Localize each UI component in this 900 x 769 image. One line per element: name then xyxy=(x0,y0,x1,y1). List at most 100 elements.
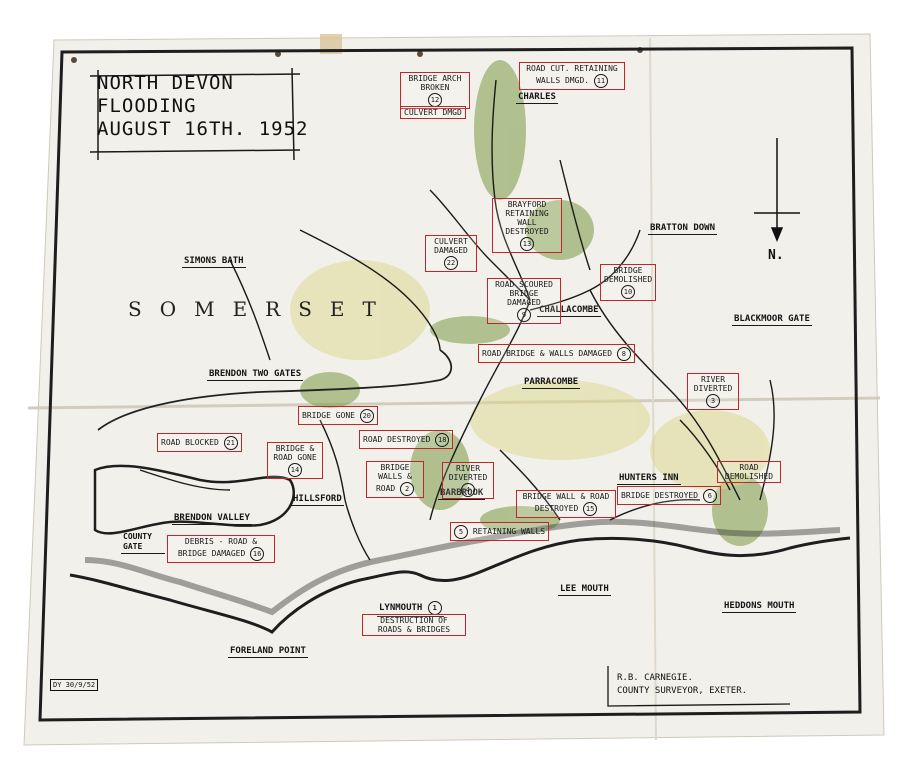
damage-number: 10 xyxy=(621,285,635,299)
damage-text: DEBRIS - ROAD & BRIDGE DAMAGED xyxy=(177,537,258,558)
rivers xyxy=(139,79,775,561)
damage-text: ROAD DEMOLISHED xyxy=(724,463,774,481)
damage-box: BRAYFORD RETAINING WALL DESTROYED 13 xyxy=(492,198,562,253)
damage-box: RIVER DIVERTED 3 xyxy=(687,373,739,410)
damage-text: RIVER DIVERTED xyxy=(693,375,733,393)
damage-box: DESTRUCTION OF ROADS & BRIDGES xyxy=(362,614,466,636)
map-border xyxy=(38,46,862,722)
damage-text: BRIDGE ARCH BROKEN xyxy=(408,74,462,92)
damage-box: BRIDGE DEMOLISHED 10 xyxy=(600,264,656,301)
damage-number: 21 xyxy=(223,436,238,450)
damage-box: ROAD DEMOLISHED xyxy=(717,461,781,483)
damage-number: 22 xyxy=(444,256,458,270)
damage-number: 12 xyxy=(428,93,442,107)
place-charles: CHARLES xyxy=(516,92,558,104)
damage-text: CULVERT DMGD xyxy=(404,108,462,117)
damage-number: 11 xyxy=(593,74,608,88)
damage-text: BRAYFORD RETAINING WALL DESTROYED xyxy=(505,200,549,236)
damage-text: BRIDGE DESTROYED xyxy=(621,491,699,500)
pin-hole xyxy=(71,57,77,63)
north-arrow-icon xyxy=(754,138,800,242)
damage-text: BRIDGE & ROAD GONE xyxy=(273,444,317,462)
place-heddons-mouth: HEDDONS MOUTH xyxy=(722,601,797,613)
place-blackmoor-gate: BLACKMOOR GATE xyxy=(732,314,812,326)
place-county-gate: COUNTY GATE xyxy=(121,532,165,554)
surveyor-signature: R.B. CARNEGIE. COUNTY SURVEYOR, EXETER. xyxy=(617,672,747,698)
damage-number: 14 xyxy=(288,463,302,477)
damage-text: ROAD SCOURED BRIDGE DAMAGED xyxy=(495,280,553,307)
title-line-1: NORTH DEVON xyxy=(97,72,234,94)
tape-strip xyxy=(320,34,342,54)
map-title: NORTH DEVON FLOODING AUGUST 16TH. 1952 xyxy=(97,72,308,141)
place-hunters-inn: HUNTERS INN xyxy=(617,473,681,485)
damage-text: ROAD CUT. RETAINING WALLS DMGD. xyxy=(526,64,618,85)
surveyor-title: COUNTY SURVEYOR, EXETER. xyxy=(617,686,748,696)
place-bratton-down: BRATTON DOWN xyxy=(648,223,718,235)
place-lynmouth-label: LYNMOUTH xyxy=(379,603,423,613)
damage-text: BRIDGE GONE xyxy=(302,411,355,420)
damage-box: ROAD DESTROYED 18 xyxy=(359,430,454,449)
place-simons-bath: SIMONS BATH xyxy=(182,256,246,268)
damage-number: 2 xyxy=(400,482,415,496)
damage-number: 8 xyxy=(616,347,631,361)
damage-box: ROAD BLOCKED 21 xyxy=(157,433,242,452)
damage-box: BRIDGE WALLS & ROAD 2 xyxy=(366,461,424,498)
place-brendon-two-gates: BRENDON TWO GATES xyxy=(207,369,304,381)
place-challacombe: CHALLACOMBE xyxy=(537,305,601,317)
yellow-wash xyxy=(290,260,770,490)
damage-number: 5 xyxy=(454,525,468,539)
damage-number: 18 xyxy=(435,433,450,447)
damage-text: ROAD DESTROYED xyxy=(363,435,431,444)
damage-text: DESTRUCTION OF ROADS & BRIDGES xyxy=(377,616,451,634)
damage-text: BRIDGE WALL & ROAD DESTROYED xyxy=(522,492,610,513)
place-brendon-valley: BRENDON VALLEY xyxy=(172,513,252,525)
damage-text: BRIDGE WALLS & ROAD xyxy=(375,463,412,493)
surveyor-name: R.B. CARNEGIE. xyxy=(617,673,693,683)
cliffs xyxy=(84,518,841,616)
damage-box: 5 RETAINING WALLS xyxy=(450,522,550,541)
damage-number: 13 xyxy=(520,237,534,251)
damage-text: ROAD BLOCKED xyxy=(161,438,219,447)
coastline xyxy=(69,536,851,634)
signature-frame xyxy=(607,666,791,707)
place-hillsford: HILLSFORD xyxy=(291,494,344,506)
damage-box: BRIDGE WALL & ROAD DESTROYED 15 xyxy=(516,490,616,518)
damage-text: RIVER DIVERTED xyxy=(448,464,488,482)
damage-box: CULVERT DMGD xyxy=(400,106,466,119)
place-lee-mouth: LEE MOUTH xyxy=(558,584,611,596)
title-frame xyxy=(89,67,301,161)
pin-hole xyxy=(275,51,281,57)
fold-line-vertical xyxy=(649,37,657,741)
damage-box: BRIDGE & ROAD GONE 14 xyxy=(267,442,323,479)
damage-box: BRIDGE GONE 20 xyxy=(298,406,378,425)
damage-number: 6 xyxy=(702,489,717,503)
north-label: N. xyxy=(768,248,784,263)
damage-number: 4 xyxy=(461,483,475,497)
date-stamp: DY 30/9/52 xyxy=(50,679,99,691)
damage-number: 1 xyxy=(427,601,442,615)
pin-hole xyxy=(417,51,423,57)
paper-sheet xyxy=(23,33,885,746)
region-label-somerset: SOMERSET xyxy=(128,297,394,321)
title-line-2: FLOODING xyxy=(97,95,197,117)
damage-text: ROAD BRIDGE & WALLS DAMAGED xyxy=(482,349,613,358)
damage-number: 9 xyxy=(517,308,531,322)
title-line-3: AUGUST 16TH. 1952 xyxy=(97,118,309,140)
damage-number: 15 xyxy=(583,502,598,516)
place-foreland-point: FORELAND POINT xyxy=(228,646,308,658)
brendon-valley-outline xyxy=(93,464,295,535)
damage-number: 16 xyxy=(250,547,265,561)
damage-box: BRIDGE DESTROYED 6 xyxy=(617,486,721,505)
damage-text: BRIDGE DEMOLISHED xyxy=(604,266,653,284)
damage-box: RIVER DIVERTED 4 xyxy=(442,462,494,499)
damage-box: ROAD CUT. RETAINING WALLS DMGD. 11 xyxy=(519,62,625,90)
county-boundary xyxy=(97,349,453,431)
damage-box: ROAD BRIDGE & WALLS DAMAGED 8 xyxy=(478,344,635,363)
damage-text: CULVERT DAMAGED xyxy=(434,237,468,255)
damage-number: 20 xyxy=(359,409,374,423)
damage-number: 3 xyxy=(706,394,720,408)
